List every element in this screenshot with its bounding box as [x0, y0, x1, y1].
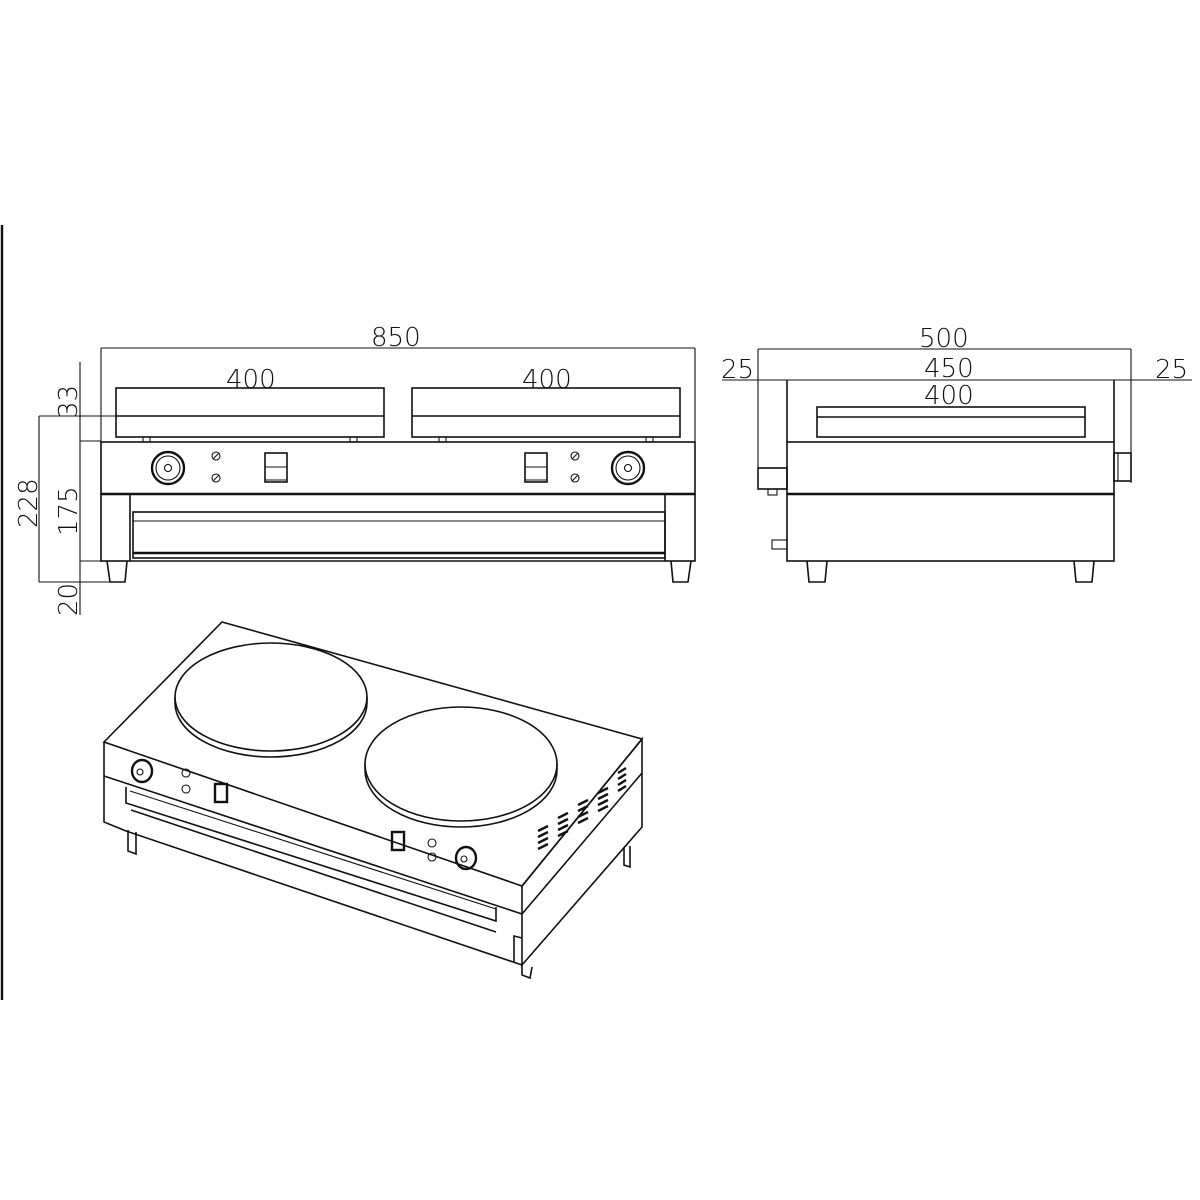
dim-left-offset: 25 — [721, 355, 755, 385]
iso-left-knob-icon — [130, 758, 154, 784]
dim-body-depth: 450 — [924, 354, 974, 384]
leg — [806, 560, 828, 583]
iso-indicator-light-icon — [427, 852, 437, 862]
leg — [513, 934, 523, 962]
leg — [623, 846, 631, 869]
dim-right-plate-width: 400 — [522, 365, 572, 395]
iso-indicator-light-icon — [427, 838, 437, 848]
dim-overall-width: 850 — [371, 323, 421, 353]
dim-leg-height: 20 — [54, 582, 84, 616]
right-plate — [411, 387, 681, 438]
side-handle — [757, 467, 788, 490]
right-thermostat-knob-icon — [610, 450, 646, 486]
indicator-light-icon — [211, 451, 221, 461]
left-plate — [115, 387, 385, 438]
dim-left-plate-width: 400 — [226, 365, 276, 395]
front-view — [38, 347, 696, 615]
top-surface — [102, 621, 644, 887]
indicator-light-icon — [570, 451, 580, 461]
side-plate — [816, 406, 1086, 438]
iso-left-switch-icon — [213, 782, 229, 804]
dim-overall-height: 228 — [14, 478, 44, 528]
right-crepe-plate — [364, 706, 558, 822]
leg — [1073, 560, 1095, 583]
vent-slots-icon — [537, 766, 627, 851]
left-thermostat-knob-icon — [150, 450, 186, 486]
dim-plate-height: 33 — [54, 384, 84, 418]
iso-right-knob-icon — [454, 845, 478, 871]
iso-indicator-light-icon — [181, 768, 191, 778]
leg — [106, 560, 128, 583]
leg — [670, 560, 692, 583]
dim-plate-depth: 400 — [924, 381, 974, 411]
iso-drip-tray — [125, 787, 497, 923]
indicator-light-icon — [211, 473, 221, 483]
iso-right-switch-icon — [390, 830, 406, 852]
leg — [127, 830, 137, 856]
indicator-light-icon — [570, 473, 580, 483]
dim-overall-depth: 500 — [919, 324, 969, 354]
control-panel — [100, 441, 696, 495]
drip-tray — [132, 511, 666, 559]
iso-indicator-light-icon — [181, 784, 191, 794]
dim-body-height: 175 — [54, 486, 84, 536]
side-knob-icon — [1113, 452, 1132, 482]
isometric-view — [102, 621, 644, 980]
left-crepe-plate — [174, 642, 368, 752]
side-view — [722, 348, 1192, 583]
dim-right-offset: 25 — [1155, 355, 1189, 385]
